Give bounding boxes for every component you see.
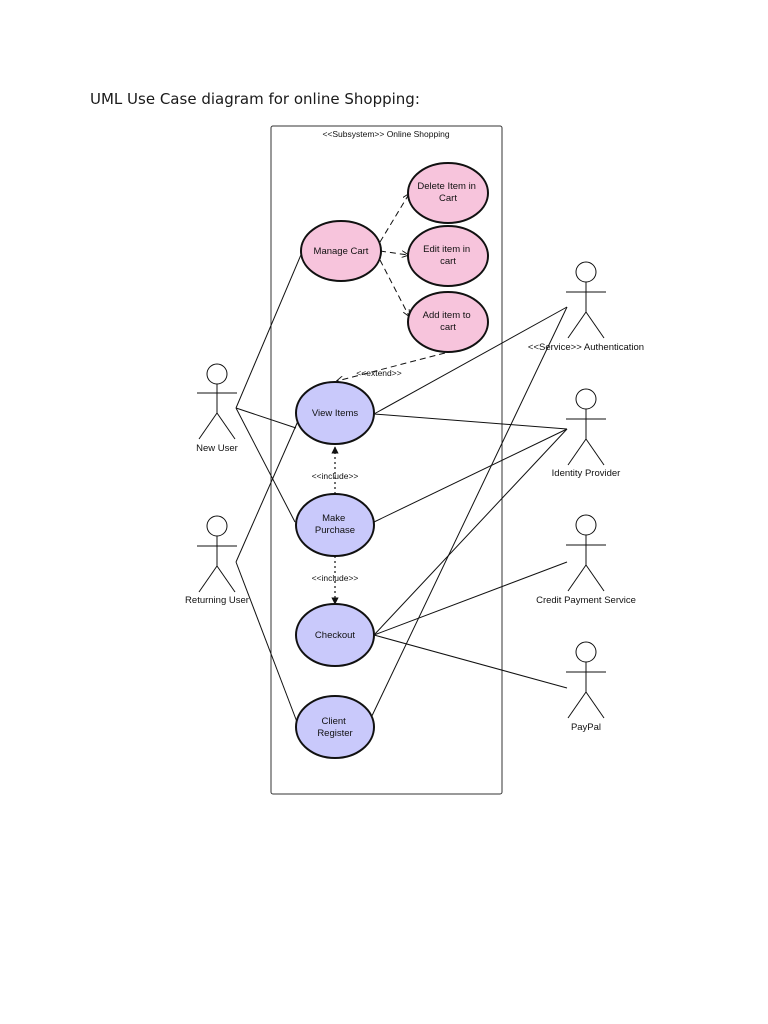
- assoc-idp-makepurchase: [373, 428, 568, 523]
- extend-add-managecart: [379, 259, 409, 316]
- extend-add-viewitems: [337, 352, 446, 381]
- subsystem-label: <<Subsystem>> Online Shopping: [322, 129, 449, 139]
- edit-item-line2: cart: [440, 256, 456, 267]
- use-case-delete-item: Delete Item in Cart: [407, 162, 489, 224]
- assoc-auth-register: [369, 306, 568, 721]
- stick-figure-icon: [575, 261, 597, 283]
- make-purchase-line1: Make: [322, 513, 345, 524]
- use-case-view-items: View Items: [295, 381, 375, 445]
- client-register-line2: Register: [317, 728, 352, 739]
- subsystem-boundary: [270, 125, 503, 795]
- assoc-idp-viewitems: [373, 413, 568, 430]
- assoc-newuser-makepurchase: [235, 407, 296, 523]
- assoc-auth-viewitems: [373, 306, 568, 415]
- include-label-1: <<include>>: [312, 471, 359, 481]
- stick-figure-icon: [575, 388, 597, 410]
- actor-returning-user: [197, 515, 237, 593]
- delete-item-line1: Delete Item in: [417, 181, 476, 192]
- svg-text:Add item to cart: Add item to cart: [423, 310, 474, 333]
- edit-item-line1: Edit item in: [423, 244, 470, 255]
- extend-lines: [337, 194, 446, 381]
- assoc-returning-register: [235, 561, 298, 723]
- manage-cart-line1: Manage Cart: [314, 246, 369, 257]
- extend-edit-managecart: [379, 250, 408, 255]
- use-case-checkout: Checkout: [295, 603, 375, 667]
- assoc-idp-checkout: [373, 428, 568, 636]
- extend-delete-managecart: [379, 194, 409, 243]
- include-label-2: <<include>>: [312, 573, 359, 583]
- make-purchase-line2: Purchase: [315, 525, 355, 536]
- assoc-credit-checkout: [373, 561, 568, 636]
- assoc-newuser-managecart: [235, 249, 304, 409]
- assoc-paypal-checkout: [373, 634, 568, 689]
- add-item-line2: cart: [440, 322, 456, 333]
- extend-label: <<extend>>: [356, 368, 401, 378]
- client-register-line1: Client: [322, 716, 347, 727]
- checkout-line1: Checkout: [315, 630, 355, 641]
- use-case-make-purchase: Make Purchase: [295, 493, 375, 557]
- svg-text:Make Purchase: Make Purchase: [315, 513, 355, 536]
- stick-figure-icon: [575, 641, 597, 663]
- actor-credit-payment-label: Credit Payment Service: [536, 595, 636, 606]
- svg-text:Delete Item in Cart: Delete Item in Cart: [417, 181, 478, 204]
- svg-text:Client Register: Client Register: [317, 716, 352, 739]
- svg-text:Edit item in cart: Edit item in cart: [423, 244, 473, 267]
- page-heading: UML Use Case diagram for online Shopping…: [90, 90, 420, 108]
- actor-returning-user-label: Returning User: [185, 595, 249, 606]
- use-case-manage-cart: Manage Cart: [300, 220, 382, 282]
- view-items-line1: View Items: [312, 408, 359, 419]
- actor-paypal-label: PayPal: [571, 722, 601, 733]
- association-lines: [235, 249, 568, 723]
- actor-new-user-label: New User: [196, 443, 238, 454]
- actor-authentication: [566, 261, 606, 339]
- actor-new-user: [197, 363, 237, 440]
- actor-authentication-label: <<Service>> Authentication: [528, 342, 644, 353]
- svg-text:View Items: View Items: [312, 408, 359, 419]
- stick-figure-icon: [206, 515, 228, 537]
- assoc-newuser-viewitems: [235, 407, 297, 429]
- svg-text:Manage Cart: Manage Cart: [314, 246, 369, 257]
- assoc-returning-viewitems: [235, 420, 299, 563]
- svg-text:Checkout: Checkout: [315, 630, 355, 641]
- actor-credit-payment: [566, 514, 606, 592]
- use-case-edit-item: Edit item in cart: [407, 225, 489, 287]
- stick-figure-icon: [575, 514, 597, 536]
- use-case-client-register: Client Register: [295, 695, 375, 759]
- add-item-line1: Add item to: [423, 310, 471, 321]
- use-case-add-item: Add item to cart: [407, 291, 489, 353]
- stick-figure-icon: [206, 363, 228, 385]
- actor-identity-provider-label: Identity Provider: [552, 468, 621, 479]
- actor-paypal: [566, 641, 606, 719]
- actor-identity-provider: [566, 388, 606, 466]
- delete-item-line2: Cart: [439, 193, 457, 204]
